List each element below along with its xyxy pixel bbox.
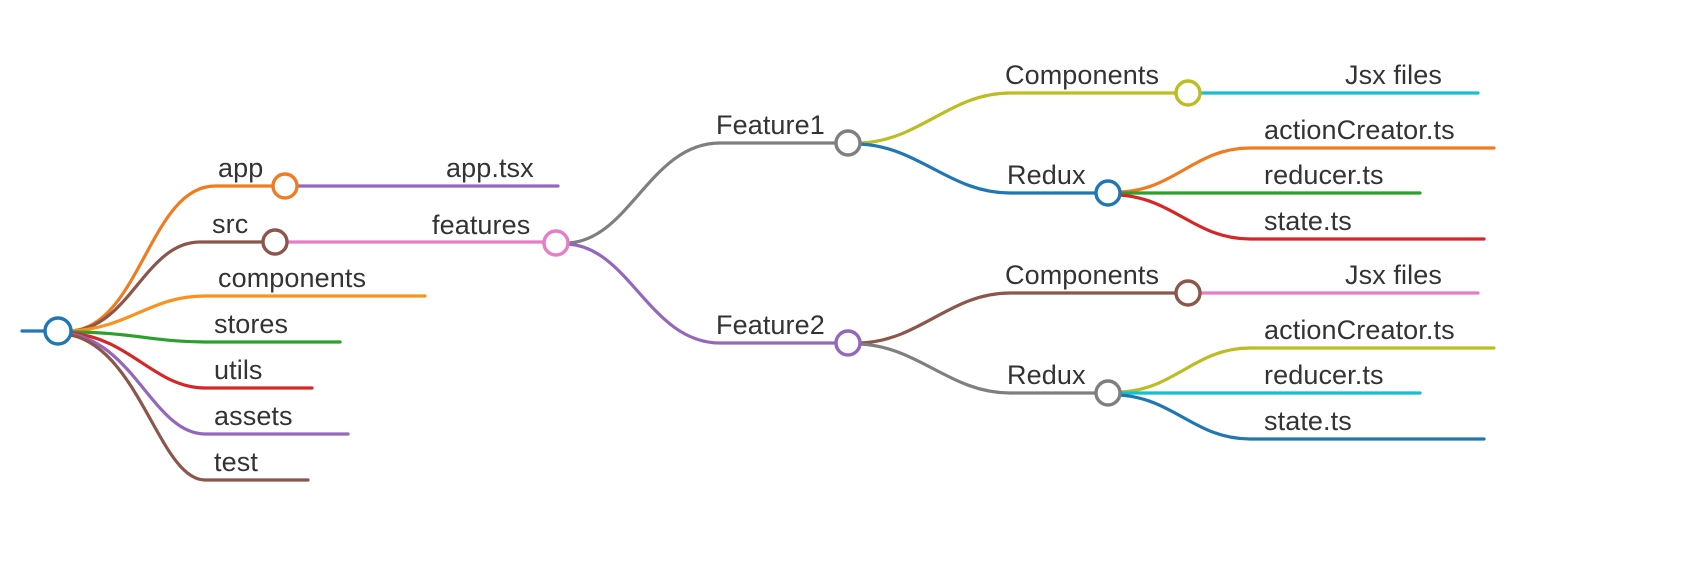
mindmap-node-feature1[interactable] <box>834 129 862 157</box>
mindmap-edge <box>1118 146 1496 194</box>
mindmap-edge <box>69 333 310 482</box>
lbl-f2jsx: Jsx files <box>1345 260 1442 290</box>
lbl-f1jsx: Jsx files <box>1345 60 1442 90</box>
lbl-src: src <box>212 209 249 239</box>
mindmap-edge <box>69 294 427 333</box>
mindmap-node-f1redux[interactable] <box>1094 179 1122 207</box>
lbl-feature1: Feature1 <box>716 110 825 140</box>
mindmap-edge <box>69 331 314 390</box>
mindmap-node-f2comp[interactable] <box>1174 279 1202 307</box>
lbl-assets: assets <box>214 401 293 431</box>
mindmap-edge <box>69 330 342 344</box>
lbl-f2comp: Components <box>1005 260 1160 290</box>
mindmap-node-f1comp[interactable] <box>1174 79 1202 107</box>
lbl-app: app <box>218 153 264 183</box>
mindmap-edge <box>858 142 1098 195</box>
mindmap-node-root[interactable] <box>43 316 73 346</box>
mindmap-edge <box>1118 193 1486 241</box>
lbl-f2state: state.ts <box>1264 406 1352 436</box>
lbl-features: features <box>432 210 531 240</box>
lbl-stores: stores <box>214 309 289 339</box>
mindmap-edge <box>69 240 265 333</box>
nodes-layer <box>43 79 1202 407</box>
lbl-f1redux: Redux <box>1007 160 1086 190</box>
lbl-f2reducer: reducer.ts <box>1264 360 1384 390</box>
mindmap-edge <box>69 332 350 436</box>
mindmap-node-src[interactable] <box>261 228 289 256</box>
lbl-feature2: Feature2 <box>716 310 825 340</box>
lbl-f2action: actionCreator.ts <box>1264 315 1455 345</box>
lbl-f1action: actionCreator.ts <box>1264 115 1455 145</box>
lbl-test: test <box>214 447 258 477</box>
mindmap-node-app[interactable] <box>271 172 299 200</box>
mindmap-node-features[interactable] <box>542 229 570 257</box>
mindmap-edge <box>566 141 838 245</box>
mindmap-edge <box>1118 346 1496 394</box>
mindmap-node-feature2[interactable] <box>834 329 862 357</box>
mindmap-edge <box>858 91 1178 145</box>
mindmap-edge <box>566 242 838 345</box>
lbl-f1reducer: reducer.ts <box>1264 160 1384 190</box>
mindmap-edge <box>1118 393 1486 441</box>
lbl-components: components <box>218 263 367 293</box>
edges-layer <box>20 91 1496 482</box>
lbl-utils: utils <box>214 355 263 385</box>
mindmap-edge <box>69 184 275 333</box>
mindmap-edge <box>858 291 1178 345</box>
lbl-f2redux: Redux <box>1007 360 1086 390</box>
lbl-apptsx: app.tsx <box>446 153 534 183</box>
mindmap-edge <box>858 342 1098 395</box>
mindmap-node-f2redux[interactable] <box>1094 379 1122 407</box>
lbl-f1state: state.ts <box>1264 206 1352 236</box>
lbl-f1comp: Components <box>1005 60 1160 90</box>
